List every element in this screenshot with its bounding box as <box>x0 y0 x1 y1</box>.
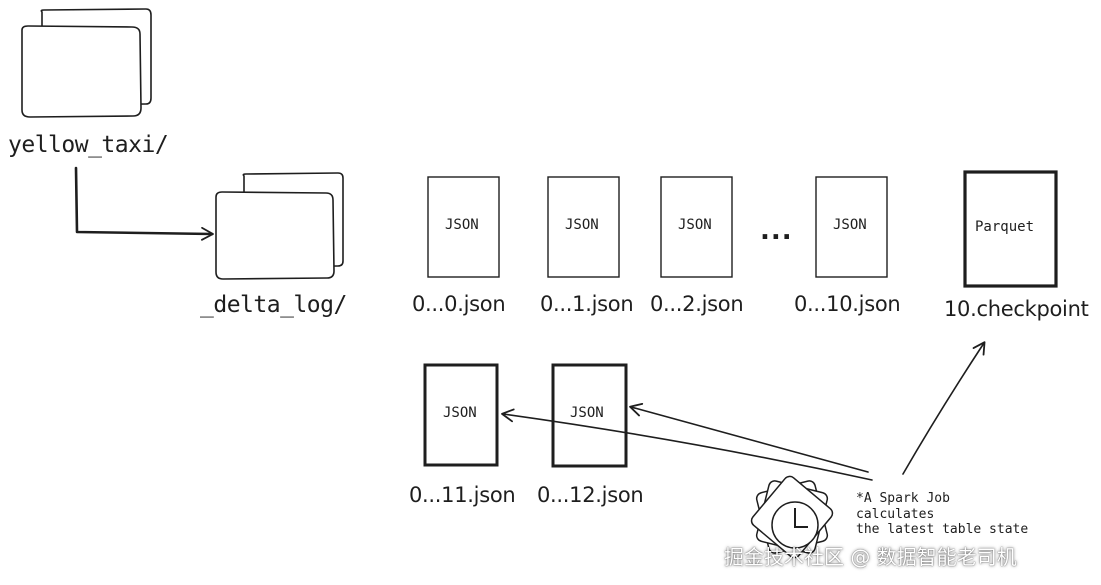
clock-badge-icon <box>750 475 834 559</box>
file-label-4: 10.checkpoint <box>944 297 1089 321</box>
arrow-to-checkpoint <box>902 341 986 475</box>
file-box-3 <box>815 176 888 278</box>
file-inner-1: JSON <box>565 217 599 233</box>
root-folder-label: yellow_taxi/ <box>8 132 169 158</box>
spark-job-note: *A Spark Job calculates the latest table… <box>856 491 1028 538</box>
file-label-1: 0...1.json <box>540 292 634 316</box>
file-label-5: 0...11.json <box>409 483 516 507</box>
file-inner-5: JSON <box>443 405 477 421</box>
file-box-2 <box>660 176 733 278</box>
watermark: 掘金技术社区 @ 数据智能老司机 <box>724 545 1017 569</box>
ellipsis: ... <box>760 216 793 246</box>
file-box-0 <box>427 176 500 278</box>
file-inner-4: Parquet <box>975 219 1035 235</box>
arrow-to-0-12 <box>629 402 869 473</box>
spark-job-note-line-1: *A Spark Job <box>856 491 950 506</box>
file-box-5 <box>423 363 499 467</box>
file-box-1 <box>547 176 620 278</box>
file-box-4 <box>963 170 1058 288</box>
file-inner-0: JSON <box>445 217 479 233</box>
spark-job-note-line-3: the latest table state <box>856 522 1029 538</box>
folder-link-arrow <box>74 166 214 241</box>
file-inner-6: JSON <box>570 405 604 421</box>
delta-log-folder-icon <box>215 172 344 280</box>
file-label-0: 0...0.json <box>412 292 506 316</box>
arrow-to-0-11 <box>501 408 873 481</box>
file-box-6 <box>551 363 628 468</box>
file-inner-3: JSON <box>833 217 867 233</box>
file-label-2: 0...2.json <box>650 292 744 316</box>
file-label-3: 0...10.json <box>794 292 901 316</box>
root-folder-icon <box>21 8 152 118</box>
delta-log-folder-label: _delta_log/ <box>200 292 347 318</box>
file-inner-2: JSON <box>678 217 712 233</box>
file-label-6: 0...12.json <box>537 483 644 507</box>
spark-job-note-line-2: calculates <box>856 506 935 522</box>
